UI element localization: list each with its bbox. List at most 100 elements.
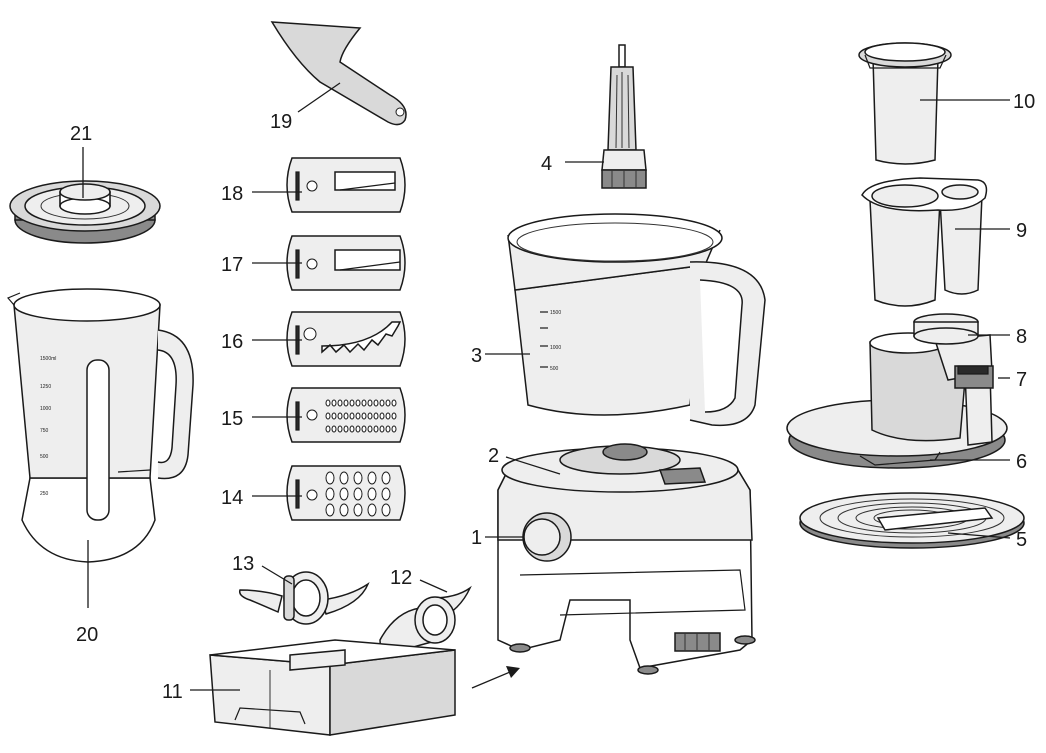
chopping-blade <box>238 571 370 625</box>
coarse-hole <box>353 471 363 485</box>
grating-hole <box>379 399 385 407</box>
callout-5: 5 <box>1016 529 1027 551</box>
grating-hole <box>343 399 349 407</box>
grating-hole <box>355 399 361 407</box>
grating-hole <box>367 425 373 433</box>
coarse-grating-holes <box>325 471 391 517</box>
grating-hole <box>373 412 379 420</box>
callout-11: 11 <box>162 681 183 703</box>
callout-12: 12 <box>390 567 412 589</box>
grating-hole <box>337 412 343 420</box>
wavy-slicing-disc <box>286 311 406 367</box>
callout-10: 10 <box>1013 91 1035 113</box>
blender-jug: 1500ml 1250 1000 750 500 250 <box>7 288 194 563</box>
coarse-hole <box>325 503 335 517</box>
grating-hole <box>331 412 337 420</box>
grating-hole <box>385 412 391 420</box>
bowl-mark-1500: 1500 <box>550 310 561 316</box>
callout-17: 17 <box>221 254 243 276</box>
coarse-hole <box>381 471 391 485</box>
grating-disc-coarse <box>286 465 406 521</box>
grating-hole <box>331 399 337 407</box>
callout-3: 3 <box>471 345 482 367</box>
slicing-disc-thin <box>286 235 406 291</box>
coarse-hole <box>381 487 391 501</box>
callout-1: 1 <box>471 527 482 549</box>
bowl-mark-500: 500 <box>550 366 559 372</box>
jug-mark-750: 750 <box>40 428 49 434</box>
slicing-disc-thick <box>286 157 406 213</box>
callout-14: 14 <box>221 487 243 509</box>
grating-hole <box>385 399 391 407</box>
grating-hole <box>385 425 391 433</box>
grating-hole <box>349 412 355 420</box>
grating-hole <box>361 412 367 420</box>
grating-holes <box>325 399 397 433</box>
callout-8: 8 <box>1016 326 1027 348</box>
grating-hole <box>325 412 331 420</box>
grating-hole <box>343 412 349 420</box>
grating-hole <box>337 425 343 433</box>
callout-19: 19 <box>270 111 292 133</box>
jug-mark-500: 500 <box>40 454 49 460</box>
food-pusher <box>858 42 952 165</box>
double-pusher <box>861 177 988 307</box>
grating-hole <box>379 412 385 420</box>
kneading-blade <box>379 585 472 654</box>
emulsifying-disc <box>799 492 1025 549</box>
coarse-hole <box>339 503 349 517</box>
callout-13: 13 <box>232 553 254 575</box>
jug-mark-250: 250 <box>40 491 49 497</box>
coarse-hole <box>367 503 377 517</box>
callout-6: 6 <box>1016 451 1027 473</box>
coarse-hole <box>353 487 363 501</box>
coarse-hole <box>353 503 363 517</box>
accessory-storage-box <box>209 639 456 736</box>
grating-hole <box>391 412 397 420</box>
coarse-hole <box>367 487 377 501</box>
grating-hole <box>337 399 343 407</box>
callout-leaders <box>82 82 1011 691</box>
motor-base <box>497 443 756 675</box>
coarse-hole <box>339 471 349 485</box>
grating-hole <box>373 399 379 407</box>
grating-disc-fine <box>286 387 406 443</box>
grating-hole <box>361 425 367 433</box>
callout-4: 4 <box>541 153 552 175</box>
jug-mark-1250: 1250 <box>40 384 51 390</box>
grating-hole <box>331 425 337 433</box>
bowl-mark-1000: 1000 <box>550 345 561 351</box>
assembly-arrow <box>471 666 520 689</box>
grating-hole <box>355 412 361 420</box>
callout-15: 15 <box>221 408 243 430</box>
grating-hole <box>355 425 361 433</box>
coarse-hole <box>367 471 377 485</box>
jug-mark-1500: 1500ml <box>40 356 56 362</box>
callout-21: 21 <box>70 123 92 145</box>
callout-16: 16 <box>221 331 243 353</box>
coarse-hole <box>325 487 335 501</box>
callout-20: 20 <box>76 624 98 646</box>
coarse-hole <box>325 471 335 485</box>
processing-bowl: 1500 1000 500 <box>507 213 766 427</box>
grating-hole <box>391 425 397 433</box>
grating-hole <box>391 399 397 407</box>
callout-7: 7 <box>1016 369 1027 391</box>
grating-hole <box>373 425 379 433</box>
grating-hole <box>367 399 373 407</box>
jug-mark-1000: 1000 <box>40 406 51 412</box>
grating-hole <box>379 425 385 433</box>
coarse-hole <box>339 487 349 501</box>
grating-hole <box>325 425 331 433</box>
callout-9: 9 <box>1016 220 1027 242</box>
callout-2: 2 <box>488 445 499 467</box>
blender-lid <box>9 180 161 244</box>
callout-18: 18 <box>221 183 243 205</box>
spatula <box>270 21 407 126</box>
grating-hole <box>325 399 331 407</box>
grating-hole <box>343 425 349 433</box>
grating-hole <box>349 425 355 433</box>
drive-shaft <box>601 44 647 189</box>
grating-hole <box>361 399 367 407</box>
